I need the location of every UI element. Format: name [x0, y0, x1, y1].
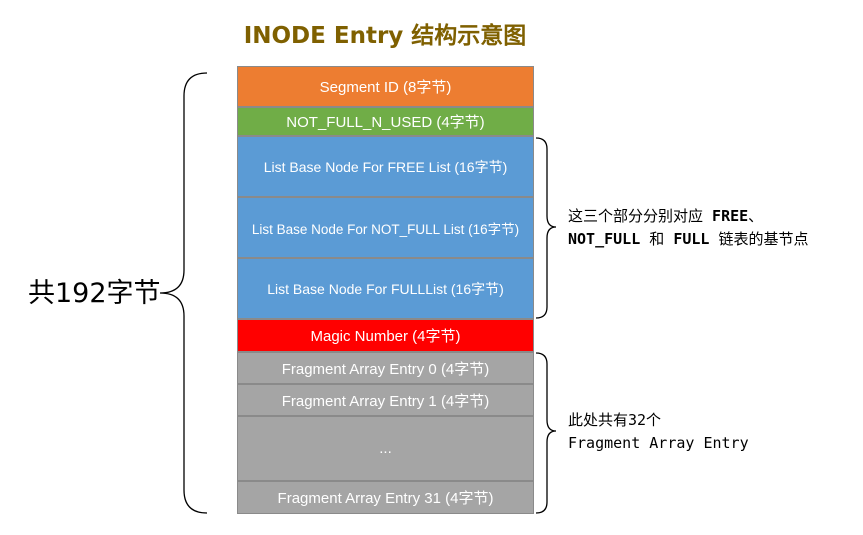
not-full-n-used-row: NOT_FULL_N_USED (4字节): [237, 107, 534, 136]
fragment-ellipsis-row: ...: [237, 416, 534, 481]
list-nodes-brace: [535, 137, 557, 319]
list-note-line1-text: 这三个部分分别对应: [568, 207, 713, 225]
list-note-not-full-text: NOT_FULL: [568, 230, 641, 248]
list-note-line1-tail: 、: [748, 207, 764, 225]
fragment-note-line-1: 此处共有32个: [568, 411, 662, 429]
free-list-base-node-row: List Base Node For FREE List (16字节): [237, 136, 534, 197]
fragment-entry-31-row: Fragment Array Entry 31 (4字节): [237, 481, 534, 514]
list-note-line-1: 这三个部分分别对应 FREE、: [568, 205, 808, 228]
diagram-title: INODE Entry 结构示意图: [243, 23, 527, 49]
total-brace: [159, 72, 208, 514]
total-size-label: 共192字节: [28, 278, 161, 309]
fragment-entries-brace: [535, 352, 557, 514]
fragment-entry-0-row: Fragment Array Entry 0 (4字节): [237, 352, 534, 384]
list-note-line-2: NOT_FULL 和 FULL 链表的基节点: [568, 228, 808, 251]
fragment-entry-1-row: Fragment Array Entry 1 (4字节): [237, 384, 534, 416]
not-full-list-base-node-row: List Base Node For NOT_FULL List (16字节): [237, 197, 534, 258]
list-note-full-text: FULL: [673, 230, 710, 248]
list-note-line2-tail: 链表的基节点: [709, 230, 809, 248]
list-note-and-text: 和: [640, 230, 674, 248]
list-nodes-note: 这三个部分分别对应 FREE、 NOT_FULL 和 FULL 链表的基节点: [568, 205, 808, 251]
fragment-note: 此处共有32个 Fragment Array Entry: [568, 409, 749, 455]
full-list-base-node-row: List Base Node For FULLList (16字节): [237, 258, 534, 319]
magic-number-row: Magic Number (4字节): [237, 319, 534, 352]
segment-id-row: Segment ID (8字节): [237, 66, 534, 107]
list-note-free-text: FREE: [712, 207, 749, 225]
fragment-note-line-2: Fragment Array Entry: [568, 434, 749, 452]
